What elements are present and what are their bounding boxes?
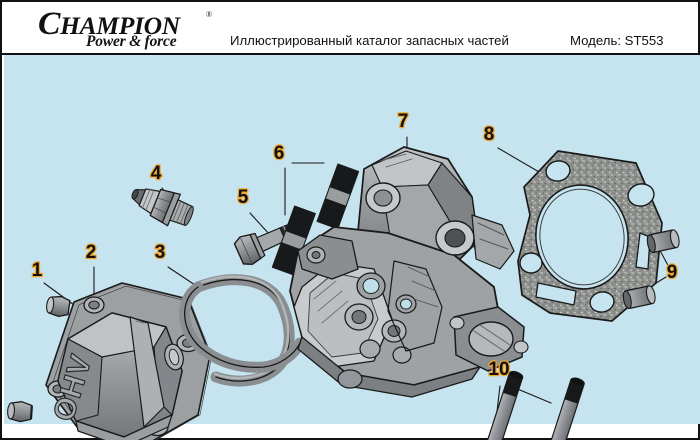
callout-8[interactable]: 8: [482, 123, 495, 147]
champion-logo: CHAMPION ® Power & force: [38, 6, 218, 52]
part-valve-cover-gasket: [179, 274, 306, 387]
callout-3[interactable]: 3: [153, 241, 166, 265]
part-cylinder-head-bolt: [475, 370, 585, 440]
svg-text:5: 5: [238, 187, 249, 208]
callout-6[interactable]: 6: [272, 142, 285, 166]
callout-numbers: 1 2 3 4 5: [30, 110, 678, 382]
svg-text:2: 2: [86, 242, 97, 263]
svg-text:8: 8: [484, 124, 495, 145]
svg-text:1: 1: [32, 260, 43, 281]
callout-9[interactable]: 9: [665, 261, 678, 285]
part-dowel-pin: [622, 229, 680, 310]
logo-wordmark: CHAMPION: [38, 6, 180, 42]
logo-tagline: Power & force: [86, 33, 177, 50]
part-rocker-arm-stud: [271, 163, 360, 276]
callout-2[interactable]: 2: [84, 241, 97, 265]
svg-text:4: 4: [151, 163, 162, 184]
svg-text:6: 6: [274, 143, 285, 164]
svg-text:10: 10: [488, 359, 509, 380]
svg-text:7: 7: [398, 111, 409, 132]
exploded-view-illustration: OHV: [2, 55, 700, 440]
model-label: Модель: ST553: [570, 33, 664, 48]
callout-1[interactable]: 1: [30, 259, 44, 283]
page-title: Иллюстрированный каталог запасных частей: [230, 33, 509, 48]
callout-7[interactable]: 7: [396, 110, 409, 134]
diagram-frame: OHV: [0, 55, 700, 440]
callout-10[interactable]: 10: [487, 358, 511, 382]
callout-5[interactable]: 5: [236, 186, 250, 210]
callout-4[interactable]: 4: [149, 162, 163, 186]
part-cylinder-head-assembly: [289, 146, 529, 398]
part-valve-cover: OHV: [45, 282, 213, 440]
page-header: CHAMPION ® Power & force Иллюстрированны…: [0, 0, 700, 57]
part-cylinder-head-gasket: [517, 150, 663, 322]
svg-text:9: 9: [667, 262, 678, 283]
part-valve-cover-bolt: [7, 295, 71, 423]
registered-trademark-icon: ®: [206, 10, 213, 19]
svg-text:3: 3: [155, 242, 166, 263]
part-spark-plug: [131, 188, 194, 227]
